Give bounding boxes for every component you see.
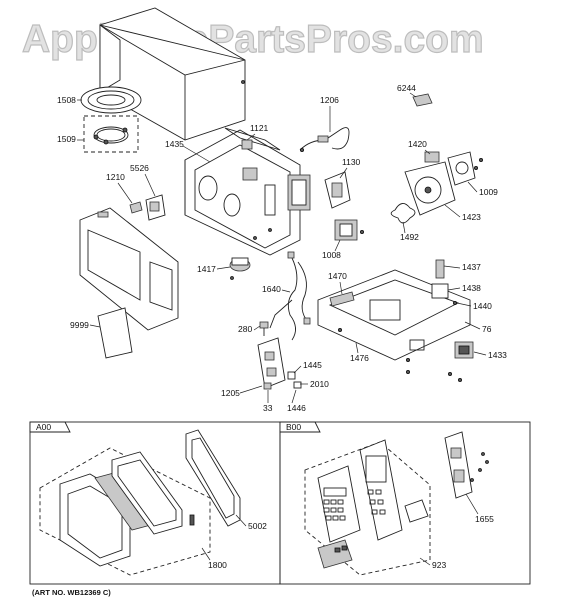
label-1445: 1445 bbox=[303, 360, 322, 370]
tab-a00: A00 bbox=[29, 421, 71, 433]
interlock-bracket bbox=[257, 337, 302, 390]
label-5002: 5002 bbox=[248, 521, 267, 531]
fan-blade bbox=[390, 203, 416, 224]
thermal-switch bbox=[241, 133, 256, 150]
power-cord bbox=[299, 127, 350, 152]
wire-harness bbox=[269, 251, 311, 341]
label-2010: 2010 bbox=[310, 379, 329, 389]
label-1417: 1417 bbox=[197, 264, 216, 274]
tab-b00: B00 bbox=[279, 421, 321, 433]
label-1205: 1205 bbox=[221, 388, 240, 398]
magnetron bbox=[334, 219, 364, 241]
label-1438: 1438 bbox=[462, 283, 481, 293]
cavity-frame bbox=[184, 127, 311, 256]
label-9999: 9999 bbox=[70, 320, 89, 330]
label-1130: 1130 bbox=[342, 157, 361, 167]
label-1476: 1476 bbox=[350, 353, 369, 363]
turntable-tray bbox=[80, 86, 142, 114]
label-1655: 1655 bbox=[475, 514, 494, 524]
label-1437: 1437 bbox=[462, 262, 481, 272]
label-5526: 5526 bbox=[130, 163, 149, 173]
label-1206: 1206 bbox=[320, 95, 339, 105]
screw-280 bbox=[259, 321, 269, 336]
label-1435: 1435 bbox=[165, 139, 184, 149]
latch-1210 bbox=[129, 201, 143, 214]
label-1423: 1423 bbox=[462, 212, 481, 222]
label-1492: 1492 bbox=[400, 232, 419, 242]
capacitor-group bbox=[431, 259, 457, 305]
tag-6244 bbox=[412, 93, 433, 107]
svg-text:B00: B00 bbox=[286, 422, 301, 432]
control-panel-b00 bbox=[304, 439, 431, 576]
door-upper bbox=[79, 207, 179, 331]
roller-ring bbox=[93, 126, 129, 145]
svg-text:A00: A00 bbox=[36, 422, 51, 432]
door-assembly-a00 bbox=[39, 429, 241, 576]
watermark-text: AppliancePartsPros.com bbox=[22, 18, 484, 61]
label-33: 33 bbox=[263, 403, 273, 413]
label-1008: 1008 bbox=[322, 250, 341, 260]
label-1420: 1420 bbox=[408, 139, 427, 149]
label-1508: 1508 bbox=[57, 95, 76, 105]
art-number: (ART NO. WB12369 C) bbox=[32, 588, 111, 597]
label-1509: 1509 bbox=[57, 134, 76, 144]
bracket-5526 bbox=[145, 194, 166, 221]
manual bbox=[97, 307, 133, 359]
label-1210: 1210 bbox=[106, 172, 125, 182]
label-1121: 1121 bbox=[250, 123, 269, 133]
transformer bbox=[447, 341, 474, 382]
label-1800: 1800 bbox=[208, 560, 227, 570]
label-1640: 1640 bbox=[262, 284, 281, 294]
panel-b00 bbox=[279, 421, 531, 585]
label-1433: 1433 bbox=[488, 350, 507, 360]
label-923: 923 bbox=[432, 560, 446, 570]
label-6244: 6244 bbox=[397, 83, 416, 93]
label-280: 280 bbox=[238, 324, 252, 334]
label-76: 76 bbox=[482, 324, 492, 334]
turntable-motor bbox=[229, 257, 251, 280]
fan-motor-assembly bbox=[404, 151, 483, 216]
bracket-1655 bbox=[444, 431, 489, 499]
label-1446: 1446 bbox=[287, 403, 306, 413]
label-1009: 1009 bbox=[479, 187, 498, 197]
label-1470: 1470 bbox=[328, 271, 347, 281]
label-1440: 1440 bbox=[473, 301, 492, 311]
bracket-1130 bbox=[324, 171, 351, 209]
